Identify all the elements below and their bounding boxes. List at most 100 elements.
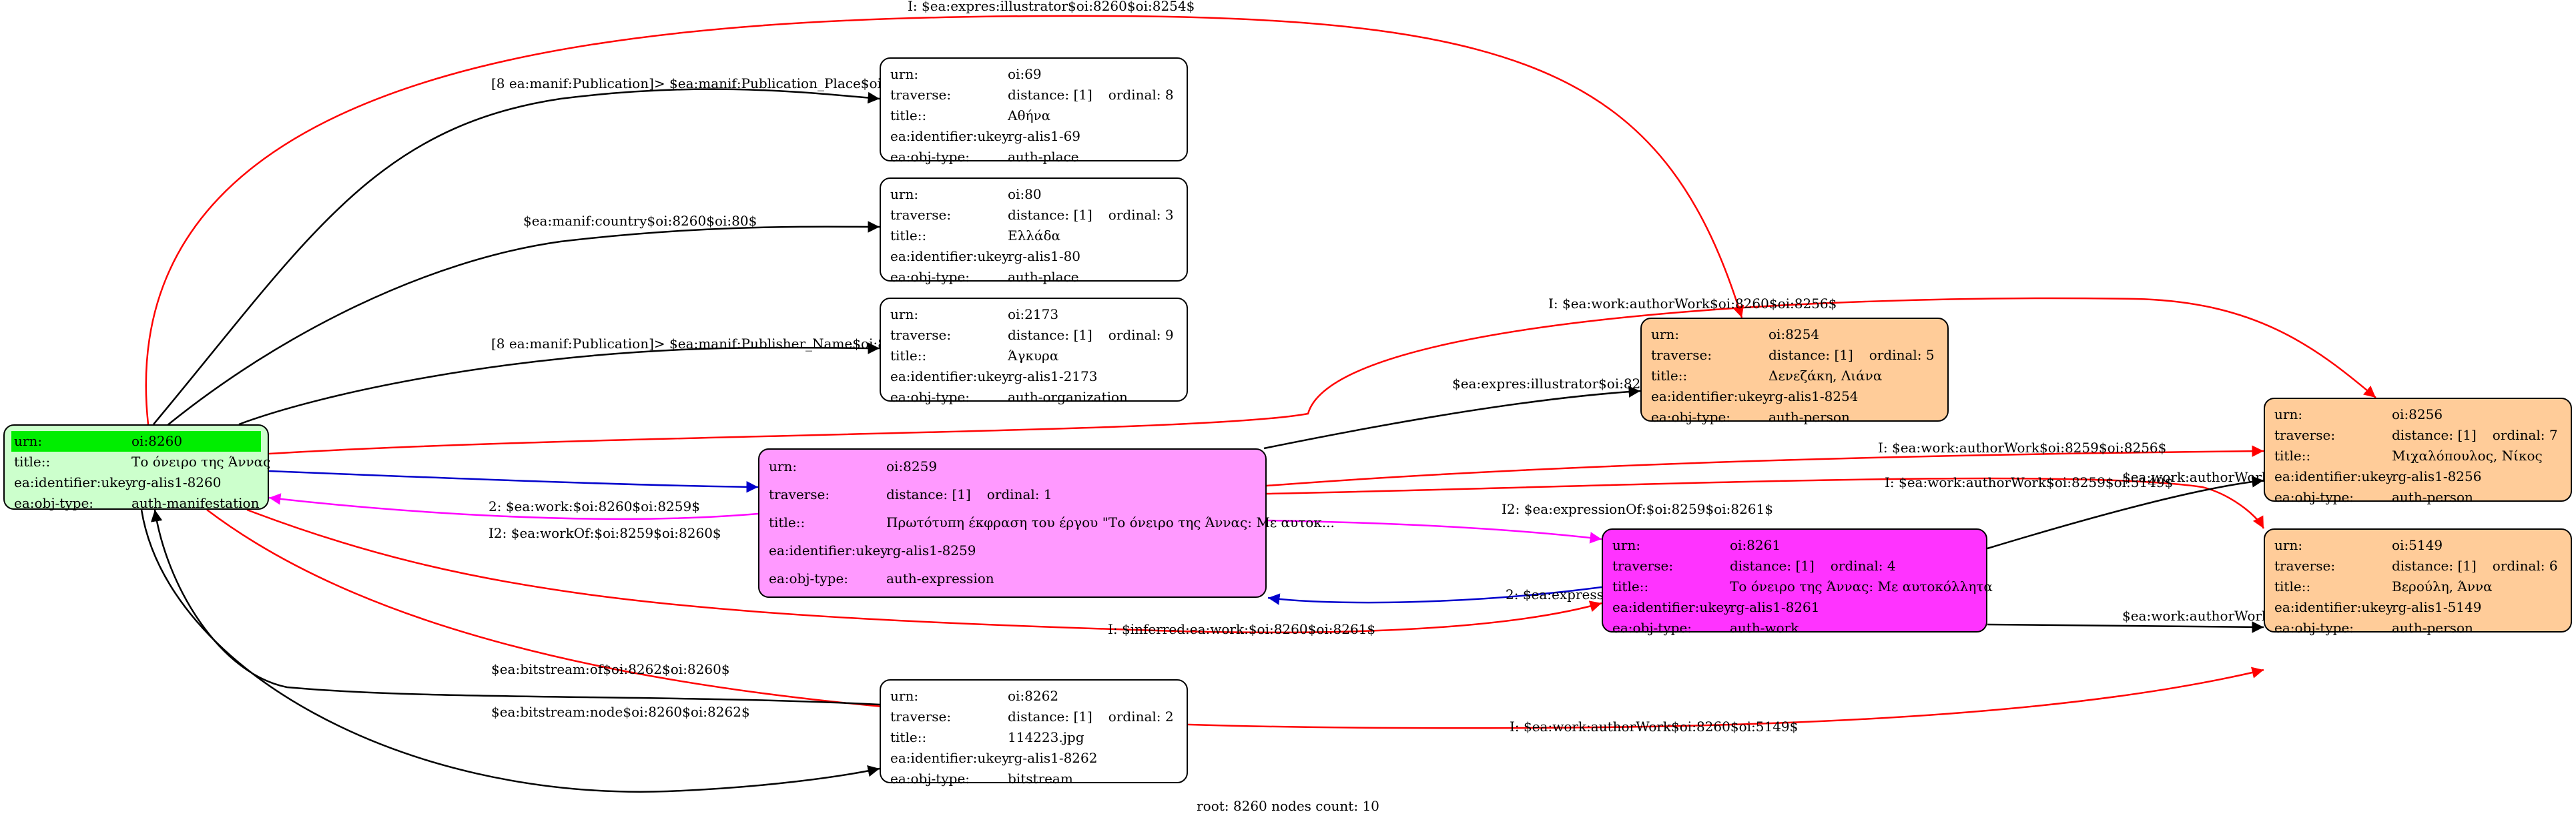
node-ordinal: ordinal: 4 <box>1830 558 1896 574</box>
node-key: urn: <box>2274 406 2303 422</box>
edge-label: $ea:bitstream:of$oi:8262$oi:8260$ <box>491 661 730 677</box>
node-value: Μιχαλόπουλος, Νίκος <box>2392 448 2543 464</box>
node-row: traverse:distance: [1]ordinal: 4 <box>1612 556 1977 576</box>
node-key: title:: <box>14 454 51 470</box>
node-value: oi:8254 <box>1768 326 1820 342</box>
node-key: title:: <box>1651 368 1688 384</box>
node-row: ea:obj-type:bitstream <box>890 769 1177 789</box>
node-key: urn: <box>1651 326 1680 342</box>
edge-label: I: $ea:expres:illustrator$oi:8260$oi:825… <box>908 0 1195 14</box>
edge-label: 2: $ea:work:$oi:8260$oi:8259$ <box>489 498 700 514</box>
node-key: urn: <box>769 458 797 474</box>
node-n8261[interactable]: urn: oi:8261 traverse:distance: [1]ordinal… <box>1602 528 1993 636</box>
node-value: Βερούλη, Άννα <box>2392 578 2493 594</box>
node-value: rg-alis1-8261 <box>1730 599 1820 615</box>
node-key: urn: <box>890 186 919 202</box>
node-n2173[interactable]: urn: oi:2173 traverse:distance: [1]ordinal… <box>880 298 1188 405</box>
edge-e2 <box>153 88 880 425</box>
node-row: urn: oi:8254 <box>1651 324 1938 345</box>
node-value: oi:8261 <box>1730 537 1781 553</box>
node-row: traverse:distance: [1]ordinal: 6 <box>2274 556 2561 576</box>
node-value: Ελλάδα <box>1008 228 1061 244</box>
node-row: title::Δενεζάκη, Λιάνα <box>1651 366 1938 386</box>
node-row: title::114223.jpg <box>890 727 1177 748</box>
edge-e7 <box>268 470 759 493</box>
node-row: ea:obj-type: auth-work <box>1612 618 1977 639</box>
node-key: ea:identifier:ukey <box>2274 468 2394 484</box>
edge-label: $ea:manif:country$oi:8260$oi:80$ <box>523 213 757 229</box>
node-value: oi:2173 <box>1008 306 1059 322</box>
node-ordinal: ordinal: 5 <box>1869 347 1935 363</box>
node-value: rg-alis1-8260 <box>131 474 222 490</box>
node-value: distance: [1] <box>1008 207 1092 223</box>
node-row: traverse:distance: [1]ordinal: 9 <box>890 325 1177 346</box>
node-key: ea:identifier:ukey <box>1612 599 1732 615</box>
node-value: bitstream <box>1008 771 1073 787</box>
node-row: traverse:distance: [1]ordinal: 2 <box>890 707 1177 727</box>
edge-label: I2: $ea:expressionOf:$oi:8259$oi:8261$ <box>1502 501 1773 517</box>
node-key: urn: <box>1612 537 1641 553</box>
edge-label: I: $ea:work:authorWork$oi:8260$oi:8256$ <box>1548 296 1837 312</box>
node-value: Το όνειρο της Άννας: Με αυτοκόλλητα <box>1730 578 1993 594</box>
node-key: ea:obj-type: <box>890 389 970 405</box>
node-row: ea:obj-type:auth-manifestation <box>14 493 260 514</box>
node-value: distance: [1] <box>1768 347 1853 363</box>
node-value: rg-alis1-5149 <box>2392 599 2482 615</box>
node-value: auth-place <box>1008 269 1079 285</box>
node-ordinal: ordinal: 8 <box>1108 87 1174 103</box>
node-key: urn: <box>890 306 919 322</box>
node-key: title:: <box>769 514 806 530</box>
node-key: title:: <box>890 107 927 123</box>
node-key: traverse: <box>2274 427 2336 443</box>
node-value: auth-work <box>1730 620 1799 636</box>
node-row: urn:oi:5149 <box>2274 535 2561 556</box>
node-ordinal: ordinal: 3 <box>1108 207 1174 223</box>
node-key: title:: <box>2274 448 2311 464</box>
node-value: distance: [1] <box>2392 427 2477 443</box>
node-key: ea:obj-type: <box>2274 489 2354 505</box>
node-value: rg-alis1-8254 <box>1768 388 1859 404</box>
node-row: urn: oi:80 <box>890 184 1177 205</box>
node-row: urn:oi:69 <box>890 64 1177 85</box>
node-value: oi:80 <box>1008 186 1042 202</box>
node-value: auth-person <box>1768 409 1850 425</box>
node-row: ea:obj-type:auth-person <box>1651 407 1938 428</box>
edge-e8 <box>268 493 759 520</box>
node-key: urn: <box>14 433 43 449</box>
node-value: auth-manifestation <box>131 495 260 511</box>
edge-e6 <box>1263 386 1641 450</box>
node-value: oi:8260 <box>131 433 183 449</box>
node-row: urn: oi:8260 <box>11 431 261 452</box>
node-value: oi:8256 <box>2392 406 2443 422</box>
edge-e1 <box>145 15 1744 425</box>
node-key: ea:identifier:ukey <box>769 542 888 558</box>
node-key: ea:identifier:ukey <box>890 750 1010 766</box>
edge-label: I: $inferred:ea:work:$oi:8260$oi:8261$ <box>1108 621 1375 637</box>
node-value: distance: [1] <box>1008 87 1092 103</box>
node-row: urn: oi:8256 <box>2274 404 2561 425</box>
node-key: ea:obj-type: <box>1612 620 1692 636</box>
node-row: title::Πρωτότυπη έκφραση του έργου "Το ό… <box>769 508 1335 536</box>
node-value: auth-person <box>2392 620 2473 636</box>
node-row: urn:oi:8259 <box>769 452 1256 480</box>
node-value: distance: [1] <box>1008 327 1092 343</box>
node-key: title:: <box>890 729 927 745</box>
node-ordinal: ordinal: 6 <box>2492 558 2558 574</box>
node-value: distance: [1] <box>886 486 971 502</box>
node-value: Πρωτότυπη έκφραση του έργου "Το όνειρο τ… <box>886 514 1335 530</box>
node-key: traverse: <box>1612 558 1674 574</box>
edge-e5 <box>268 297 2376 455</box>
